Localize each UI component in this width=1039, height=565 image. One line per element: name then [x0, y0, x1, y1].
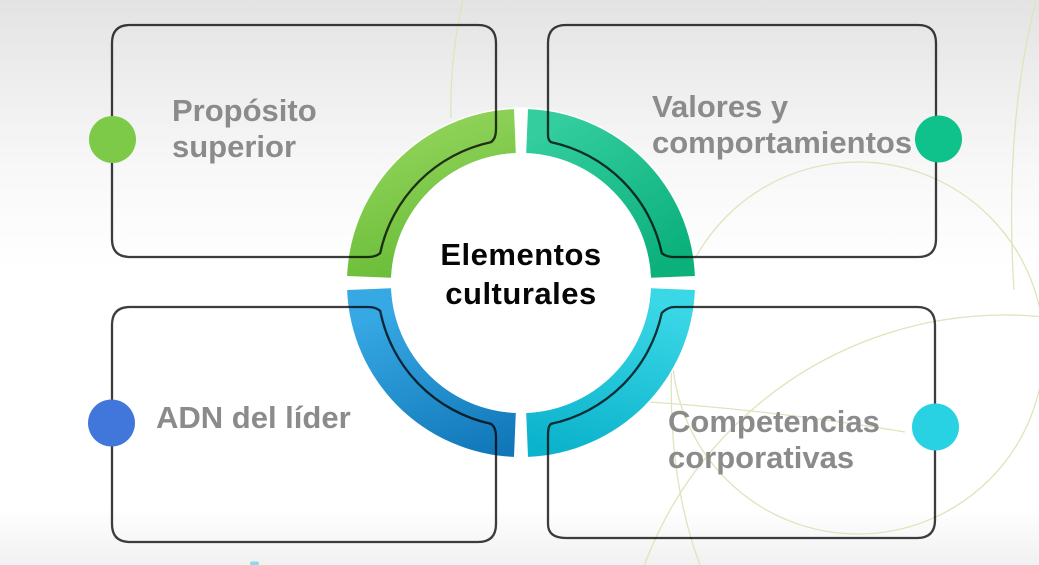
- decorative-circle-icon: [671, 161, 1039, 535]
- center-title-line: culturales: [445, 276, 597, 311]
- label-line: ADN del líder: [156, 400, 351, 435]
- dot-valores: [915, 115, 962, 163]
- label-proposito-superior: Propósito superior: [172, 93, 317, 165]
- label-line: Propósito: [172, 93, 317, 128]
- label-line: corporativas: [668, 440, 855, 475]
- card-competencias-corporativas: [546, 305, 937, 540]
- ring-segment-adn: [347, 288, 516, 457]
- dot-proposito: [89, 116, 136, 163]
- ring-center-disk: [391, 153, 651, 413]
- decorative-curve-icon: [450, 0, 464, 119]
- dot-adn: [88, 399, 135, 447]
- ring-segment-competencias: [526, 288, 695, 457]
- label-competencias-corporativas: Competencias corporativas: [668, 404, 880, 476]
- center-title: Elementos culturales: [371, 235, 671, 313]
- dot-competencias: [912, 403, 959, 451]
- ring-segment-valores: [526, 109, 695, 278]
- label-adn-del-lider: ADN del líder: [156, 400, 351, 436]
- card-proposito-superior: [110, 23, 498, 259]
- decorative-circle-icon: [643, 314, 1039, 565]
- bottom-edge-artifact: [250, 561, 259, 565]
- decorative-curve-icon: [1010, 0, 1037, 291]
- label-valores-comportamientos: Valores y comportamientos: [652, 89, 912, 161]
- label-line: Competencias: [668, 404, 880, 439]
- decorative-curve-icon: [617, 399, 906, 433]
- card-adn-del-lider: [110, 305, 498, 544]
- center-title-line: Elementos: [440, 237, 602, 272]
- card-valores-comportamientos: [546, 23, 938, 259]
- label-line: superior: [172, 129, 297, 164]
- ring-segment-proposito: [347, 109, 516, 278]
- label-line: comportamientos: [652, 125, 913, 160]
- label-line: Valores y: [652, 89, 789, 124]
